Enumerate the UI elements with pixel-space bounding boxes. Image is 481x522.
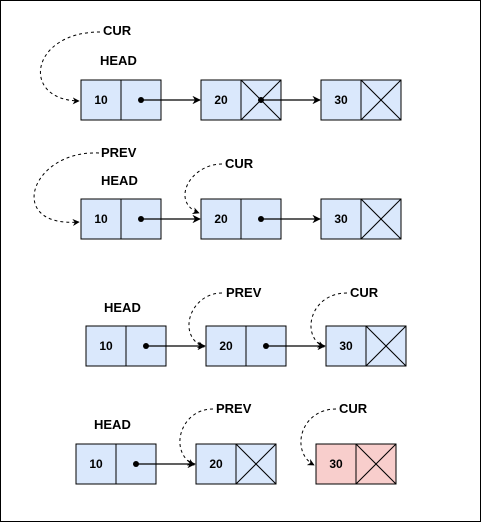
step-2: 10 20 30 PREV HEAD CUR: [33, 145, 402, 240]
node: 30: [315, 443, 397, 485]
node-value: 30: [339, 339, 353, 353]
step-3: 10 20 30 HEAD PREV CUR: [85, 285, 407, 367]
node-value: 20: [214, 212, 228, 226]
pointer-label-head: HEAD: [101, 173, 138, 188]
null-cross-line: [235, 443, 277, 485]
pointer-label-head: HEAD: [94, 417, 131, 432]
pointer-arrow-prev: [33, 152, 100, 226]
node-value: 20: [209, 457, 223, 471]
pointer-label-prev: PREV: [216, 401, 252, 416]
node-value: 30: [329, 457, 343, 471]
step-1: 10 20 30 CUR HEAD: [40, 23, 402, 121]
node: 20: [195, 443, 277, 485]
null-cross-line: [355, 443, 397, 485]
node-value: 10: [94, 93, 108, 107]
pointer-label-head: HEAD: [104, 300, 141, 315]
pointer-label-cur: CUR: [103, 23, 132, 38]
node: 30: [320, 198, 402, 240]
pointer-arrow-cur: [184, 163, 223, 215]
pointer-arrow-cur: [310, 292, 348, 348]
node-value: 10: [89, 457, 103, 471]
step-4: 10 20 30 HEAD PREV CUR: [75, 401, 397, 485]
node-value: 30: [334, 93, 348, 107]
pointer-label-cur: CUR: [225, 156, 254, 171]
pointer-arrow-cur: [40, 31, 101, 105]
pointer-label-prev: PREV: [226, 285, 262, 300]
node: 30: [320, 79, 402, 121]
node-value: 20: [214, 93, 228, 107]
pointer-label-cur: CUR: [339, 401, 368, 416]
node: 20: [200, 79, 282, 121]
pointer-arrow-cur: [300, 408, 337, 466]
node-value: 20: [219, 339, 233, 353]
pointer-label-head: HEAD: [100, 53, 137, 68]
pointer-label-cur: CUR: [350, 285, 379, 300]
node-value: 30: [334, 212, 348, 226]
node-value: 10: [99, 339, 113, 353]
null-cross-line: [365, 325, 407, 367]
node: 30: [325, 325, 407, 367]
null-cross-line: [360, 79, 402, 121]
null-cross-line: [360, 198, 402, 240]
node-value: 10: [94, 212, 108, 226]
pointer-label-prev: PREV: [101, 145, 137, 160]
